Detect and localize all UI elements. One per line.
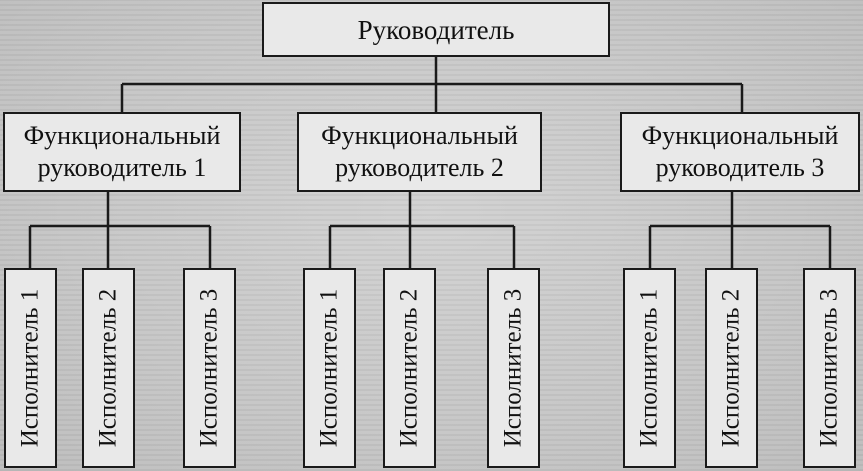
executor-box-2-2: Исполнитель 2: [383, 268, 436, 468]
executor-box-3-3: Исполнитель 3: [803, 268, 856, 468]
manager-label-1: Функциональный руководитель 1: [23, 121, 221, 182]
executor-label: Исполнитель 3: [499, 288, 527, 448]
executor-label: Исполнитель 1: [16, 288, 44, 448]
root-label: Руководитель: [357, 14, 515, 45]
executor-box-3-2: Исполнитель 2: [705, 268, 758, 468]
executor-label: Исполнитель 2: [395, 288, 423, 448]
manager-label-3: Функциональный руководитель 3: [641, 121, 839, 182]
root-box: Руководитель: [262, 2, 610, 57]
manager-label-2: Функциональный руководитель 2: [321, 121, 518, 182]
executor-label: Исполнитель 2: [717, 288, 745, 448]
executor-label: Исполнитель 1: [315, 288, 343, 448]
executor-box-1-3: Исполнитель 3: [183, 268, 236, 468]
manager-box-3: Функциональный руководитель 3: [620, 112, 860, 192]
executor-box-3-1: Исполнитель 1: [623, 268, 676, 468]
manager-box-1: Функциональный руководитель 1: [3, 112, 241, 192]
executor-box-1-1: Исполнитель 1: [4, 268, 57, 468]
executor-label: Исполнитель 3: [815, 288, 843, 448]
executor-label: Исполнитель 1: [635, 288, 663, 448]
executor-box-1-2: Исполнитель 2: [82, 268, 135, 468]
executor-label: Исполнитель 2: [94, 288, 122, 448]
executor-box-2-1: Исполнитель 1: [303, 268, 356, 468]
manager-box-2: Функциональный руководитель 2: [297, 112, 542, 192]
executor-label: Исполнитель 3: [195, 288, 223, 448]
executor-box-2-3: Исполнитель 3: [487, 268, 540, 468]
